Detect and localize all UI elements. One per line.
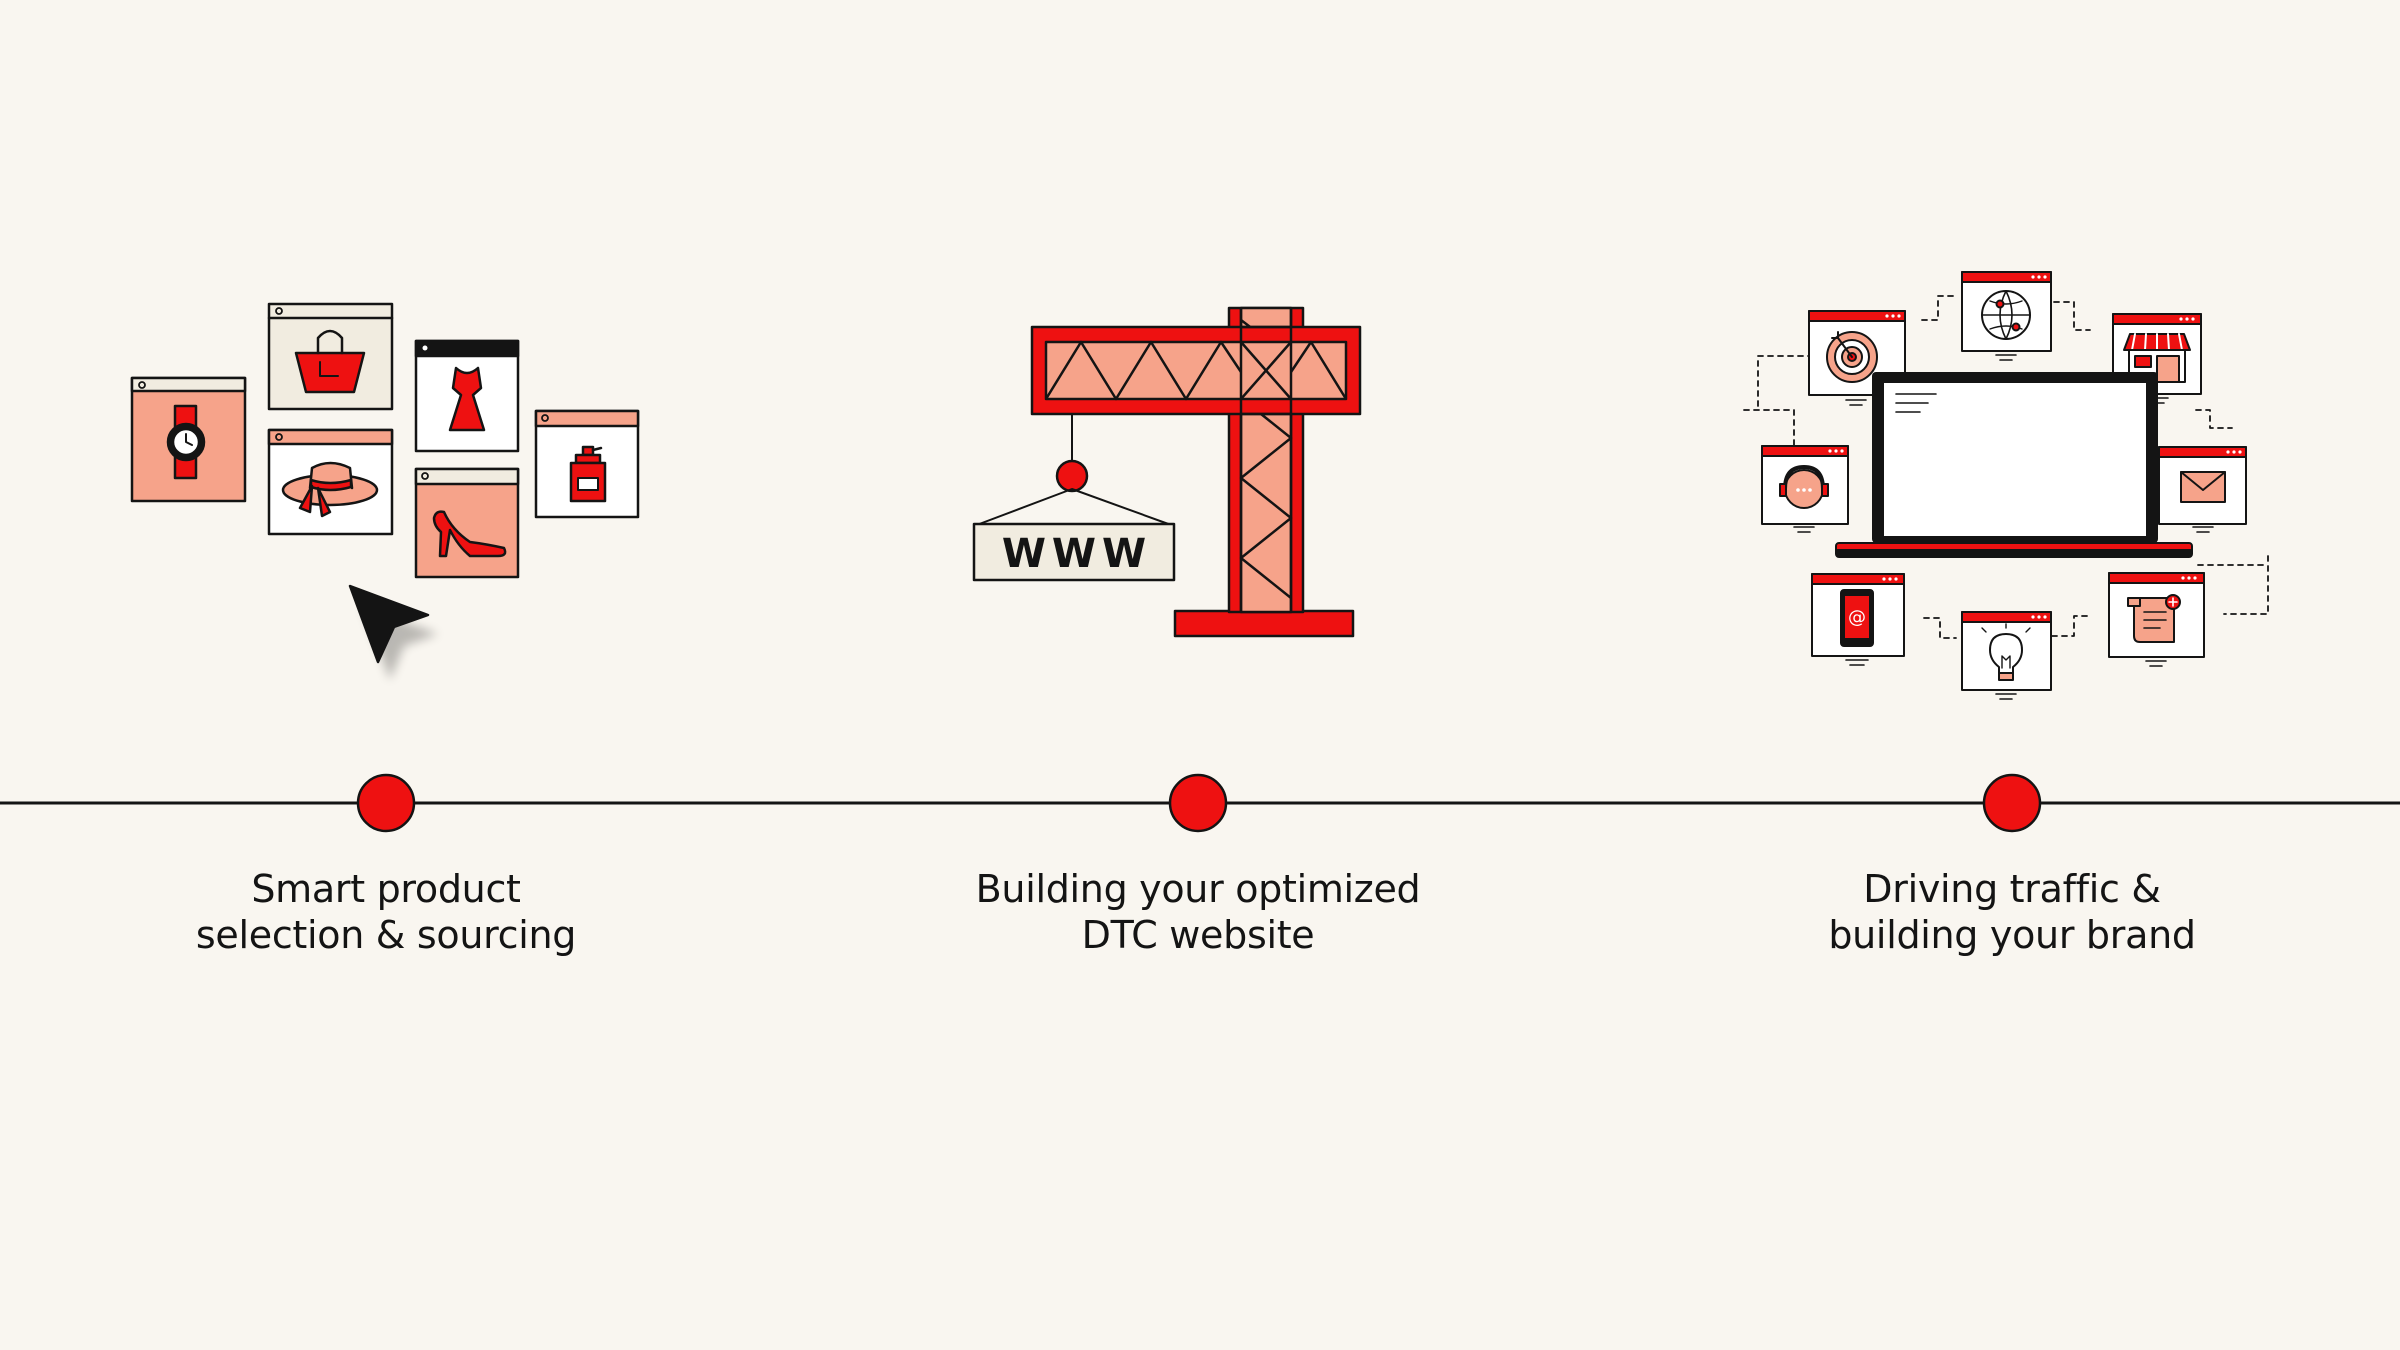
shoe-card xyxy=(414,467,520,579)
timeline-marker-1 xyxy=(356,773,416,833)
crane-jib xyxy=(1030,325,1362,416)
step-3-label: Driving traffic & building your brand xyxy=(1732,866,2292,958)
support-card xyxy=(1761,445,1849,533)
crane-website-illustration: WWW xyxy=(972,306,1362,638)
step-1-line-2: selection & sourcing xyxy=(195,913,577,957)
step-1-label: Smart product selection & sourcing xyxy=(106,866,666,958)
cursor-icon xyxy=(348,584,438,680)
perfume-card xyxy=(534,409,640,519)
watch-card xyxy=(130,376,247,503)
laptop-icon xyxy=(1835,372,2193,558)
at-sign-icon: @ xyxy=(1848,607,1866,628)
globe-card xyxy=(1961,271,2052,352)
document-card xyxy=(2108,572,2205,667)
step-2-line-2: DTC website xyxy=(1081,913,1315,957)
dashed-connectors xyxy=(1743,295,2269,639)
laptop-marketing-illustration: @ xyxy=(1743,271,2269,700)
dress-card xyxy=(414,339,520,453)
step-3-line-1: Driving traffic & xyxy=(1863,867,2161,911)
timeline-marker-2 xyxy=(1168,773,1228,833)
www-sign: WWW xyxy=(972,522,1176,582)
target-card xyxy=(1808,310,1906,396)
lightbulb-card xyxy=(1961,611,2052,700)
www-sign-text: WWW xyxy=(1002,531,1152,577)
step-1-line-1: Smart product xyxy=(251,867,521,911)
hat-card xyxy=(267,428,394,536)
crane-base xyxy=(1173,609,1355,638)
bag-card xyxy=(267,302,394,411)
phone-card: @ xyxy=(1811,573,1905,666)
envelope-card xyxy=(2158,446,2247,533)
timeline-marker-3 xyxy=(1982,773,2042,833)
step-2-label: Building your optimized DTC website xyxy=(918,866,1478,958)
crane-hook xyxy=(1055,459,1089,493)
step-2-line-1: Building your optimized xyxy=(975,867,1421,911)
product-selection-illustration xyxy=(130,302,640,680)
step-3-line-2: building your brand xyxy=(1828,913,2196,957)
